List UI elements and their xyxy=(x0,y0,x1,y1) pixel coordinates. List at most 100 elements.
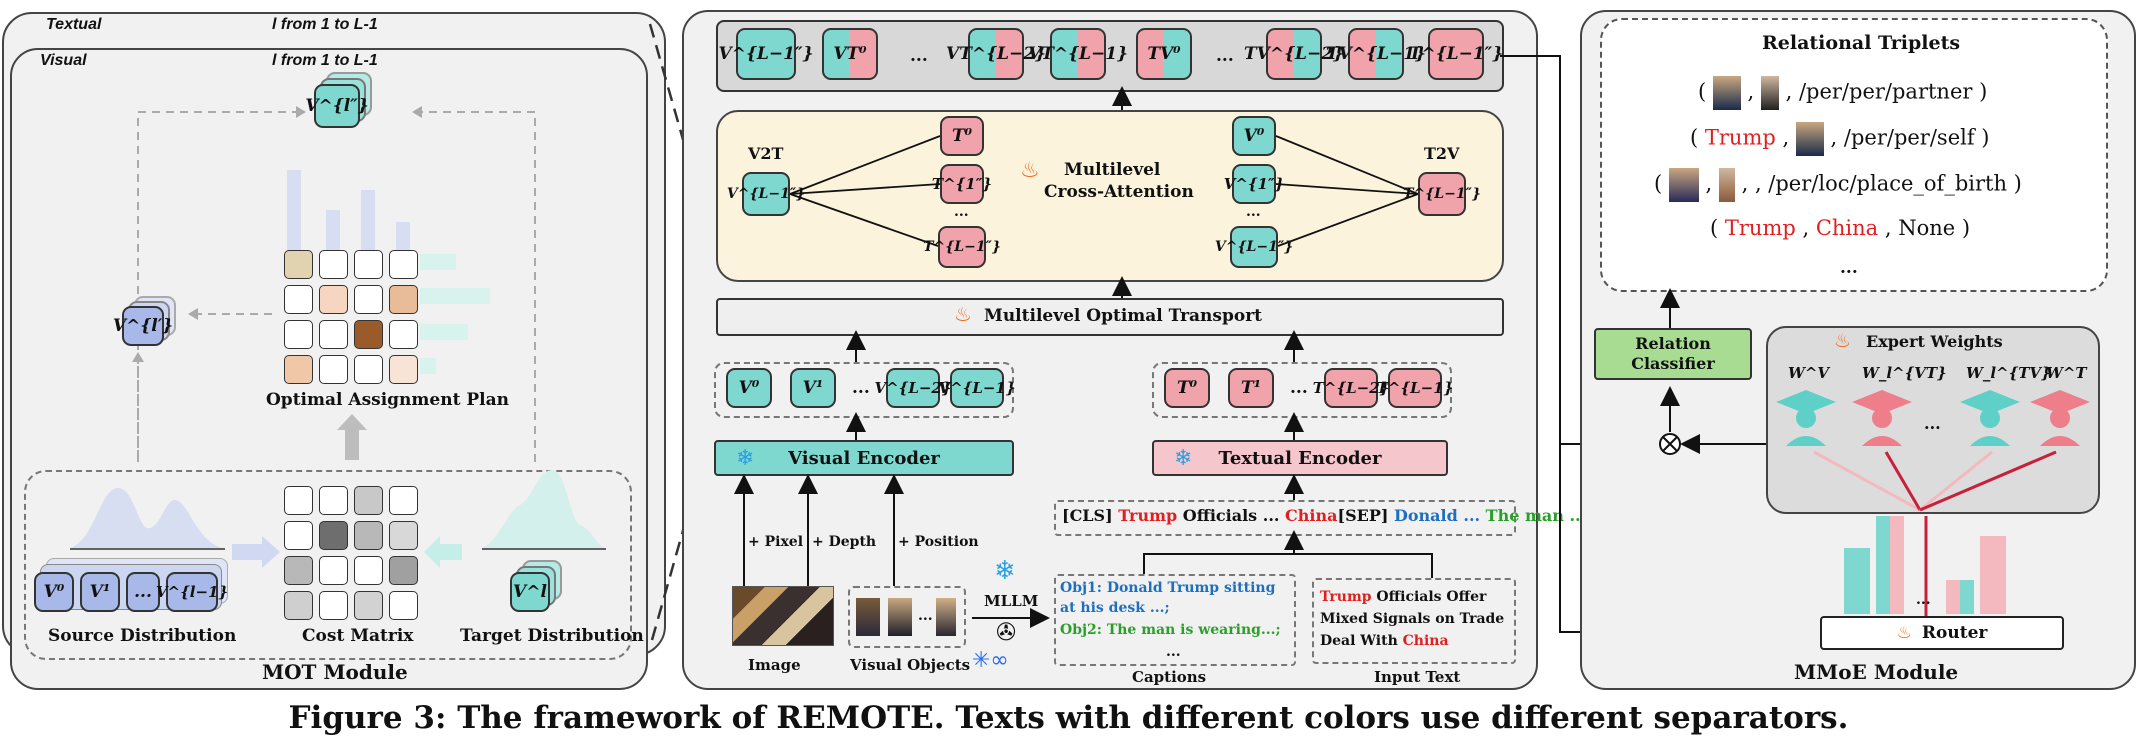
cost-cell xyxy=(319,556,348,585)
tab-textual: Textual xyxy=(46,16,102,33)
plan-cell xyxy=(389,320,418,349)
plan-cell xyxy=(354,320,383,349)
vis-token-0: V⁰ xyxy=(726,368,772,408)
object-thumb-3 xyxy=(936,598,956,636)
input-text-line1: Officials Offer xyxy=(1371,589,1487,605)
mllm-label: MLLM xyxy=(984,592,1039,610)
seq-donald: Donald ... xyxy=(1394,506,1481,525)
seq-officials: Officials ... xyxy=(1182,506,1280,525)
router-bar-6 xyxy=(1980,536,2006,614)
expert-weights-title: Expert Weights xyxy=(1866,332,2003,351)
pixel-label: + Pixel xyxy=(748,534,804,550)
plan-cell xyxy=(354,285,383,314)
t2v-label: T2V xyxy=(1424,144,1460,163)
input-text-line2: Mixed Signals on Trade xyxy=(1320,611,1505,627)
mca-v-ellipsis: ... xyxy=(1246,204,1261,220)
snowflake-icon: ❄ xyxy=(1174,445,1193,471)
source-token-ellipsis: ... xyxy=(126,572,160,612)
expert-flame-icon: ♨ xyxy=(1834,330,1852,352)
source-token-0: V⁰ xyxy=(34,572,74,612)
router-label: Router xyxy=(1921,623,1988,643)
triplet-2-head: Trump xyxy=(1704,125,1776,150)
plan-cell xyxy=(389,285,418,314)
txt-token-4: T^{L−1} xyxy=(1377,368,1453,408)
cost-cell xyxy=(284,556,313,585)
plan-col-bar-2 xyxy=(326,210,340,254)
txt-token-3: T^{L−2} xyxy=(1313,368,1389,408)
triplets-ellipsis: ... xyxy=(1840,258,1858,278)
plan-label: Optimal Assignment Plan xyxy=(266,390,509,410)
vis-token-ellipsis: ... xyxy=(852,378,870,398)
input-text-label: Input Text xyxy=(1374,668,1461,686)
target-distribution-label: Target Distribution xyxy=(460,626,644,646)
txt-token-0: T⁰ xyxy=(1164,368,1210,408)
top-token-7: TV^{L−2} xyxy=(1244,28,1344,80)
person-photo-2 xyxy=(1760,76,1779,110)
weight-label-vt: W_l^{VT} xyxy=(1862,364,1947,382)
router-bar-1 xyxy=(1844,548,1870,614)
cost-cell xyxy=(319,486,348,515)
plan-cell xyxy=(284,355,313,384)
plan-col-bar-4 xyxy=(396,222,410,254)
mmoe-title: MMoE Module xyxy=(1794,660,1959,684)
plan-cell xyxy=(389,250,418,279)
mca-t-last: T^{L−1″} xyxy=(923,226,1001,268)
top-token-5: TV⁰ xyxy=(1136,28,1192,80)
cost-cell xyxy=(389,521,418,550)
caption-more: ... xyxy=(1166,644,1181,660)
router-ellipsis: ... xyxy=(1916,592,1931,608)
plan-row-bar-4 xyxy=(420,358,436,374)
source-distribution-curve xyxy=(70,488,222,548)
router-bar-4 xyxy=(1946,580,1960,614)
caption-obj1: Obj1: Donald Trump sitting at his desk .… xyxy=(1060,580,1276,616)
visual-encoder: ❄ Visual Encoder xyxy=(714,440,1014,476)
person-photo-1 xyxy=(1712,76,1741,110)
triplet-2: ( Trump , , /per/per/self ) xyxy=(1690,122,1990,156)
mca-title-1: Multilevel xyxy=(1064,160,1161,180)
triplet-1: ( , , /per/per/partner ) xyxy=(1698,76,1987,110)
input-text-line3: Deal With xyxy=(1320,633,1403,649)
cost-to-plan-arrow xyxy=(337,414,367,460)
txt-token-ellipsis: ... xyxy=(1290,378,1308,398)
input-text: Trump Officials Offer Mixed Signals on T… xyxy=(1320,586,1504,652)
triplet-1-relation: , /per/per/partner ) xyxy=(1785,79,1988,104)
source-token-1: V¹ xyxy=(80,572,120,612)
mot-bar-label: Multilevel Optimal Transport xyxy=(984,306,1263,326)
t2v-token: T^{L−1″} xyxy=(1403,172,1481,216)
triplet-4-head: Trump xyxy=(1724,216,1796,240)
mot-module-title: MOT Module xyxy=(262,660,408,684)
input-text-china: China xyxy=(1402,633,1449,649)
mca-t-1: T^{1″} xyxy=(932,164,992,204)
router-flame-icon: ♨ xyxy=(1896,623,1912,643)
mot-flame-icon: ♨ xyxy=(954,302,972,326)
captions-box xyxy=(1054,574,1296,666)
vis-token-3: V^{L−2} xyxy=(874,368,952,408)
mca-v-last: V^{L−1″} xyxy=(1215,226,1293,268)
router-bar-2 xyxy=(1876,516,1890,614)
object-thumb-1 xyxy=(856,598,880,636)
object-thumb-2 xyxy=(888,598,912,636)
plan-row-bar-3 xyxy=(420,324,468,340)
router-bar-3 xyxy=(1890,516,1904,614)
plan-cell xyxy=(284,285,313,314)
triplet-4-relation: None ) xyxy=(1898,216,1971,240)
weight-label-v: W^V xyxy=(1788,364,1830,382)
flame-icon: ♨ xyxy=(1020,158,1040,183)
expert-icon-tv xyxy=(1960,390,2020,446)
triplet-3: ( , , , /per/loc/place_of_birth ) xyxy=(1654,168,2022,202)
cost-cell xyxy=(284,486,313,515)
input-sequence: [CLS] Trump Officials ... China[SEP] Don… xyxy=(1062,506,1586,525)
mid-token: V^{l′} xyxy=(113,306,173,346)
person-photo-5 xyxy=(1718,168,1735,202)
textual-encoder: ❄ Textual Encoder xyxy=(1152,440,1448,476)
top-token-9: T^{L−1″} xyxy=(1409,28,1503,80)
top-token-8: TV^{L−1} xyxy=(1326,28,1426,80)
loop-textual: l from 1 to L-1 xyxy=(272,16,378,33)
top-token-3: VT^{L−2} xyxy=(946,28,1046,80)
router-bar-5 xyxy=(1960,580,1974,614)
v2t-label: V2T xyxy=(748,144,784,163)
weight-label-tv: W_l^{TV} xyxy=(1966,364,2051,382)
out-token: V^{l″} xyxy=(305,84,369,128)
